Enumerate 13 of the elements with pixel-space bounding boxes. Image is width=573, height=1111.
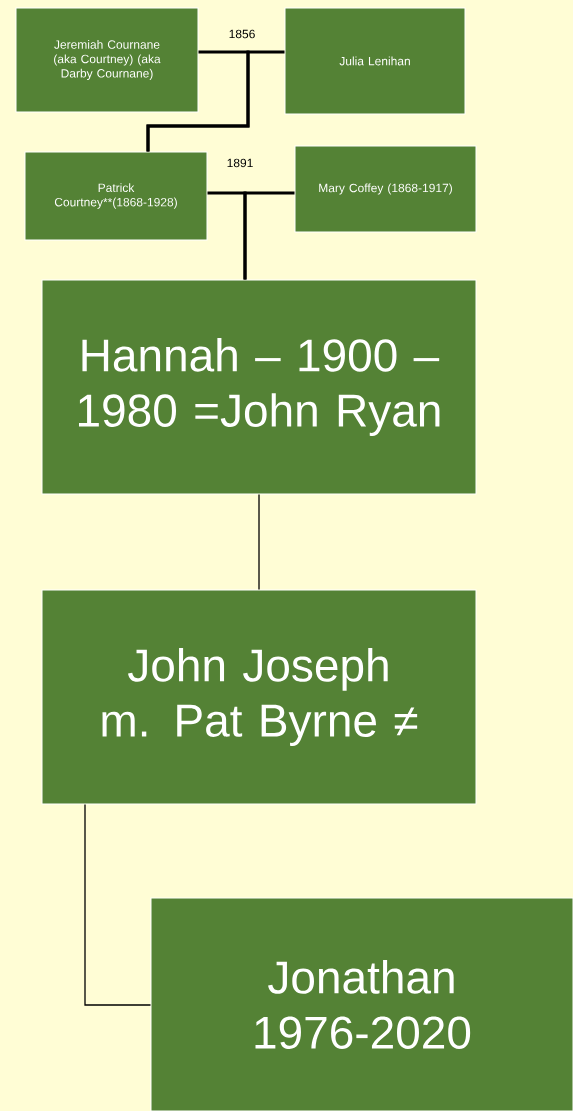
connector-line [243, 191, 295, 280]
person-box: Hannah – 1900 – 1980 =John Ryan [41, 279, 477, 495]
person-box: John Joseph m. Pat Byrne ≠ [41, 589, 477, 805]
year-label: 1891 [227, 158, 253, 168]
connector-line [84, 803, 152, 1006]
person-box: Julia Lenihan [284, 7, 466, 115]
person-box: Patrick Courtney**(1868-1928) [24, 151, 208, 241]
person-box: Jeremiah Cournane (aka Courtney) (aka Darby Cournane) [15, 7, 199, 113]
year-label: 1856 [229, 29, 255, 39]
person-box: Mary Coffey (1868-1917) [294, 145, 477, 233]
connector-line [258, 493, 260, 591]
person-box: Jonathan 1976-2020 [150, 897, 573, 1111]
connector-line [146, 50, 285, 152]
